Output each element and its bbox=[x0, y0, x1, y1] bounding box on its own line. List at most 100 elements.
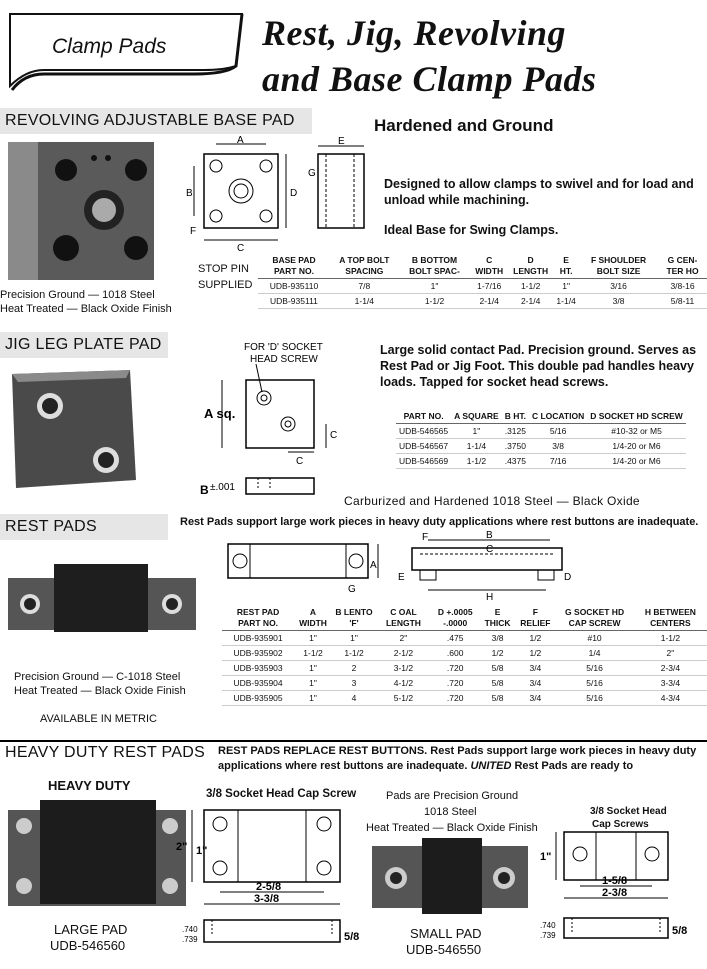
table-header: PART NO. bbox=[396, 410, 452, 424]
table-cell: 1" bbox=[294, 675, 332, 691]
dim-letter: H bbox=[486, 592, 493, 600]
large-pad-part: UDB-546560 bbox=[50, 938, 126, 953]
dim-small: 5/8 bbox=[672, 925, 687, 937]
dim-b: B bbox=[200, 483, 209, 497]
table-cell: UDB-935902 bbox=[222, 645, 295, 661]
table-cell: 1" bbox=[294, 660, 332, 676]
jig-diagram-label-2: HEAD SCREW bbox=[250, 354, 318, 365]
dim-small: 2-3/8 bbox=[602, 887, 627, 899]
table-cell: .3750 bbox=[501, 438, 529, 454]
table-cell: 3/8 bbox=[579, 293, 659, 309]
table-cell: UDB-935903 bbox=[222, 660, 295, 676]
heavy-desc-lead: REST PADS REPLACE REST BUTTONS. bbox=[218, 745, 428, 757]
table-cell: 1" bbox=[553, 278, 580, 294]
table-cell: 5-1/2 bbox=[376, 690, 431, 706]
dim-small: 1-5/8 bbox=[602, 875, 627, 887]
large-pad-photo bbox=[8, 800, 186, 906]
large-pad-label: LARGE PAD bbox=[54, 922, 128, 937]
dim-letter: C bbox=[237, 243, 244, 254]
table-header: BASE PAD PART NO. bbox=[258, 254, 330, 279]
table-cell: 3/8 bbox=[479, 630, 516, 646]
dim-letter: D bbox=[564, 572, 571, 583]
table-cell: 5/8 bbox=[479, 675, 516, 691]
jig-pad-drawing: FOR 'D' SOCKET HEAD SCREW A sq. C C B ±.… bbox=[200, 342, 337, 497]
table-cell: 1-1/2 bbox=[331, 645, 377, 661]
table-header: A TOP BOLT SPACING bbox=[329, 254, 399, 279]
table-cell: UDB-935110 bbox=[258, 278, 330, 294]
heavy-desc-body: Rest Pads support large work pieces in h… bbox=[218, 745, 697, 772]
table-cell: 3/16 bbox=[579, 278, 659, 294]
rest-caption-2: Heat Treated — Black Oxide Finish bbox=[14, 685, 186, 697]
table-cell: 1-1/2 bbox=[294, 645, 332, 661]
heavy-desc-tail: Rest Pads are ready to bbox=[514, 760, 634, 772]
rest-pad-photo bbox=[8, 564, 196, 632]
heavy-desc-brand: UNITED bbox=[470, 760, 512, 772]
dim-large: 5/8 bbox=[344, 931, 359, 943]
table-header: F RELIEF bbox=[515, 606, 556, 631]
stop-pin-label: STOP PIN bbox=[198, 263, 249, 275]
table-cell: 1-1/4 bbox=[329, 293, 399, 309]
small-pad-part: UDB-546550 bbox=[406, 942, 482, 957]
table-cell: UDB-546567 bbox=[396, 438, 452, 454]
section-bar bbox=[0, 108, 312, 134]
table-cell: .720 bbox=[430, 675, 480, 691]
table-header: B HT. bbox=[501, 410, 529, 424]
heavy-note-2: 1018 Steel bbox=[424, 806, 477, 818]
jig-diagram-label: FOR 'D' SOCKET bbox=[244, 342, 323, 353]
table-cell: UDB-935901 bbox=[222, 630, 295, 646]
small-pad-drawing: 1" 1-5/8 2-3/8 .740 .739 5/8 bbox=[540, 831, 687, 940]
tab-label: Clamp Pads bbox=[52, 35, 167, 58]
dim-letter: F bbox=[190, 226, 196, 237]
rest-caption-1: Precision Ground — C-1018 Steel bbox=[14, 671, 181, 683]
table-cell: 5/16 bbox=[528, 423, 588, 439]
small-screw-label: 3/8 Socket Head bbox=[590, 806, 667, 817]
revolving-pad-photo bbox=[8, 142, 154, 280]
table-cell: 1/4-20 or M6 bbox=[587, 438, 686, 454]
revolving-description: Designed to allow clamps to swivel and f… bbox=[384, 177, 694, 207]
section-divider bbox=[0, 740, 707, 742]
table-cell: 7/8 bbox=[329, 278, 399, 294]
table-header: E HT. bbox=[553, 254, 580, 279]
dim-letter: E bbox=[398, 572, 405, 583]
table-cell: 5/16 bbox=[555, 690, 634, 706]
jig-description: Large solid contact Pad. Precision groun… bbox=[380, 343, 697, 389]
table-cell: 1-1/4 bbox=[451, 438, 502, 454]
table-cell: 3/4 bbox=[515, 690, 556, 706]
table-cell: 3/8-16 bbox=[658, 278, 707, 294]
rest-pad-drawing: A G F B C E H D bbox=[227, 530, 571, 600]
table-cell: 2 bbox=[331, 660, 377, 676]
table-cell: 4 bbox=[331, 690, 377, 706]
table-cell: 1-1/2 bbox=[508, 278, 554, 294]
table-cell: 1" bbox=[331, 630, 377, 646]
section-title-revolving: REVOLVING ADJUSTABLE BASE PAD bbox=[5, 112, 295, 129]
table-cell: 1" bbox=[398, 278, 471, 294]
table-cell: 1-1/4 bbox=[553, 293, 580, 309]
dim-letter: G bbox=[348, 584, 356, 595]
dim-letter: F bbox=[422, 532, 428, 543]
table-cell: 1/2 bbox=[515, 630, 556, 646]
available-in-metric: AVAILABLE IN METRIC bbox=[40, 713, 157, 725]
dim-large: 2" bbox=[176, 841, 187, 853]
dim-large: 1" bbox=[196, 845, 207, 857]
table-cell: 4-3/4 bbox=[633, 690, 707, 706]
dim-letter: D bbox=[290, 188, 297, 199]
section-title-heavy: HEAVY DUTY REST PADS bbox=[5, 744, 206, 761]
heavy-description: REST PADS REPLACE REST BUTTONS. Rest Pad… bbox=[218, 744, 704, 774]
jig-material-note: Carburized and Hardened 1018 Steel — Bla… bbox=[344, 494, 640, 508]
small-pad-label: SMALL PAD bbox=[410, 926, 482, 941]
table-cell: 3/4 bbox=[515, 660, 556, 676]
revolving-pad-drawing: A B C D E F G bbox=[186, 135, 365, 254]
table-header: A SQUARE bbox=[451, 410, 502, 424]
table-cell: 2-1/2 bbox=[376, 645, 431, 661]
clamp-pads-tab bbox=[9, 13, 244, 91]
